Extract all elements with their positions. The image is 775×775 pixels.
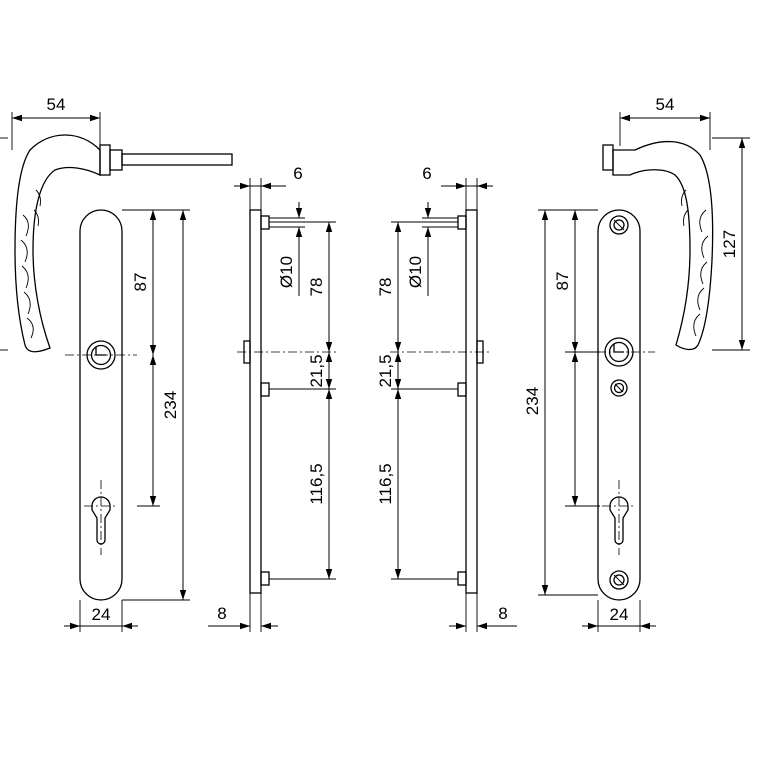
dim-right-side-21-5: 21,5 [376,354,395,387]
dim-left-plate-24: 24 [92,605,111,624]
left-front-plate [65,209,137,601]
dim-right-side-78: 78 [376,278,395,297]
dim-right-side-bore: Ø10 [406,256,425,288]
dim-right-handle-127: 127 [720,230,739,258]
dim-left-side-116-5: 116,5 [307,463,326,504]
right-handle-dimensions: 54 127 [619,95,750,351]
left-side-profile [237,209,337,594]
left-lever-handle [14,134,233,353]
dim-left-plate-87: 87 [131,273,150,292]
dim-right-plate-234: 234 [523,387,542,415]
left-handle-projection-dimension: 54 [11,95,101,150]
dim-left-side-78: 78 [307,278,326,297]
dim-right-side-6: 6 [422,164,431,183]
dim-left-side-8: 8 [217,604,226,623]
dim-right-handle-54: 54 [656,95,675,114]
dim-right-side-8: 8 [498,604,507,623]
dim-right-plate-24: 24 [610,605,629,624]
left-side-dimensions: 6 Ø10 78 21,5 116,5 8 [208,164,336,632]
dim-right-side-116-5: 116,5 [376,463,395,504]
dim-left-side-6: 6 [293,164,302,183]
dim-left-plate-234: 234 [161,391,180,419]
right-side-dimensions: 6 Ø10 78 21,5 116,5 8 [376,164,517,632]
right-lever-handle [602,140,714,351]
right-side-profile [390,209,490,594]
dim-right-plate-87: 87 [553,272,572,291]
left-plate-dimensions: 87 234 24 [64,209,190,632]
dim-left-side-bore: Ø10 [277,256,296,288]
dim-left-side-21-5: 21,5 [307,354,326,387]
dim-left-handle-54: 54 [47,95,66,114]
left-handle-height-extension [0,137,8,351]
right-back-plate [580,209,655,601]
right-plate-dimensions: 234 87 24 [523,209,656,632]
